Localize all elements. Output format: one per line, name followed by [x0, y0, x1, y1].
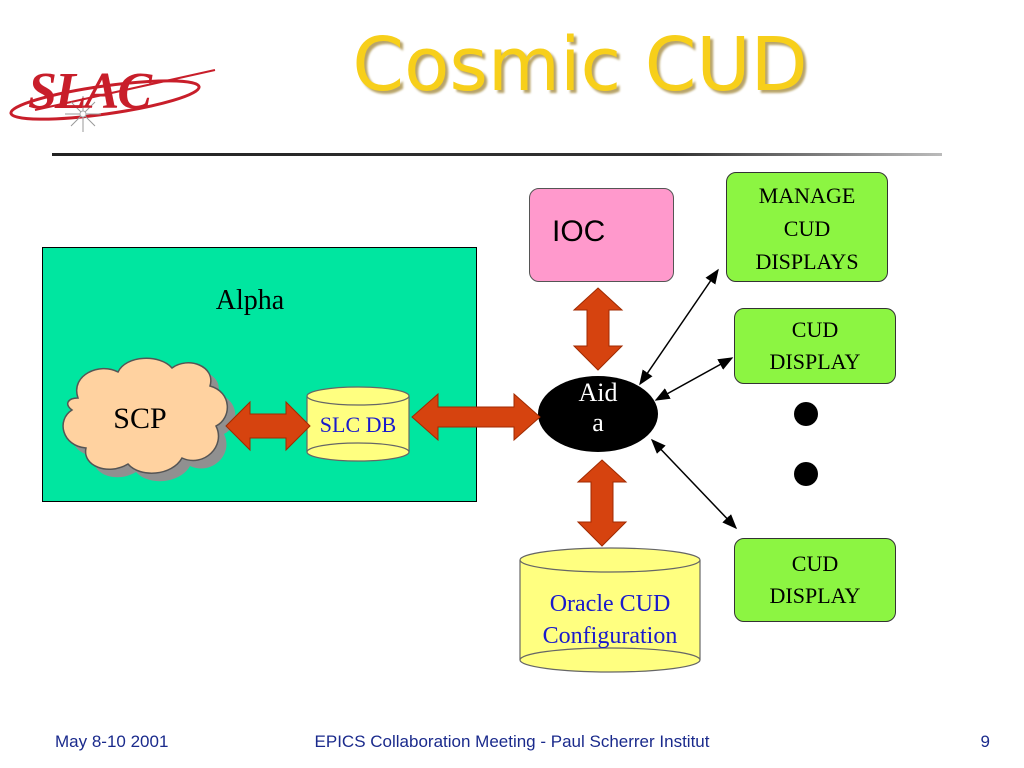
- slide-title: Cosmic CUD: [352, 22, 808, 108]
- aida-display2-arrow: [650, 438, 738, 530]
- manage-cud-displays-box: MANAGE CUD DISPLAYS: [726, 172, 888, 282]
- ellipsis-dot-2: [794, 462, 818, 486]
- page-number: 9: [980, 732, 990, 751]
- ioc-aida-arrow: [572, 287, 624, 371]
- slc-db-cylinder: [306, 386, 410, 462]
- title-divider: [52, 153, 942, 156]
- cud-display-label-1: CUD DISPLAY: [769, 317, 861, 374]
- slc-db-label: SLC DB: [319, 412, 397, 437]
- scp-cloud: [62, 357, 236, 482]
- slac-logo-graphic: [9, 69, 216, 132]
- slac-logo-text: SLAC: [28, 63, 152, 120]
- cud-display-label-2: CUD DISPLAY: [769, 551, 861, 608]
- scp-label: SCP: [113, 402, 167, 435]
- cud-display-box-1: CUD DISPLAY: [734, 308, 896, 384]
- cud-display-box-2: CUD DISPLAY: [734, 538, 896, 622]
- slcdb-aida-arrow: [411, 392, 541, 442]
- ioc-box: [529, 188, 674, 282]
- starburst-icon: [65, 96, 101, 132]
- scp-slcdb-arrow: [225, 400, 311, 452]
- ellipsis-dot-1: [794, 402, 818, 426]
- manage-cud-displays-label: MANAGE CUD DISPLAYS: [755, 182, 859, 274]
- aida-manage-arrow: [639, 268, 719, 386]
- footer-date: May 8-10 2001: [55, 732, 169, 751]
- aida-oracle-arrow: [576, 459, 628, 547]
- aida-display1-arrow: [654, 357, 734, 401]
- alpha-label: Alpha: [215, 285, 285, 316]
- oracle-cud-cylinder: [519, 547, 701, 673]
- ioc-label: IOC: [552, 215, 606, 248]
- aida-label: Aid a: [578, 378, 618, 437]
- aida-node: [538, 376, 658, 452]
- oracle-cud-label: Oracle CUD Configuration: [542, 591, 678, 649]
- footer-center: EPICS Collaboration Meeting - Paul Scher…: [314, 732, 710, 751]
